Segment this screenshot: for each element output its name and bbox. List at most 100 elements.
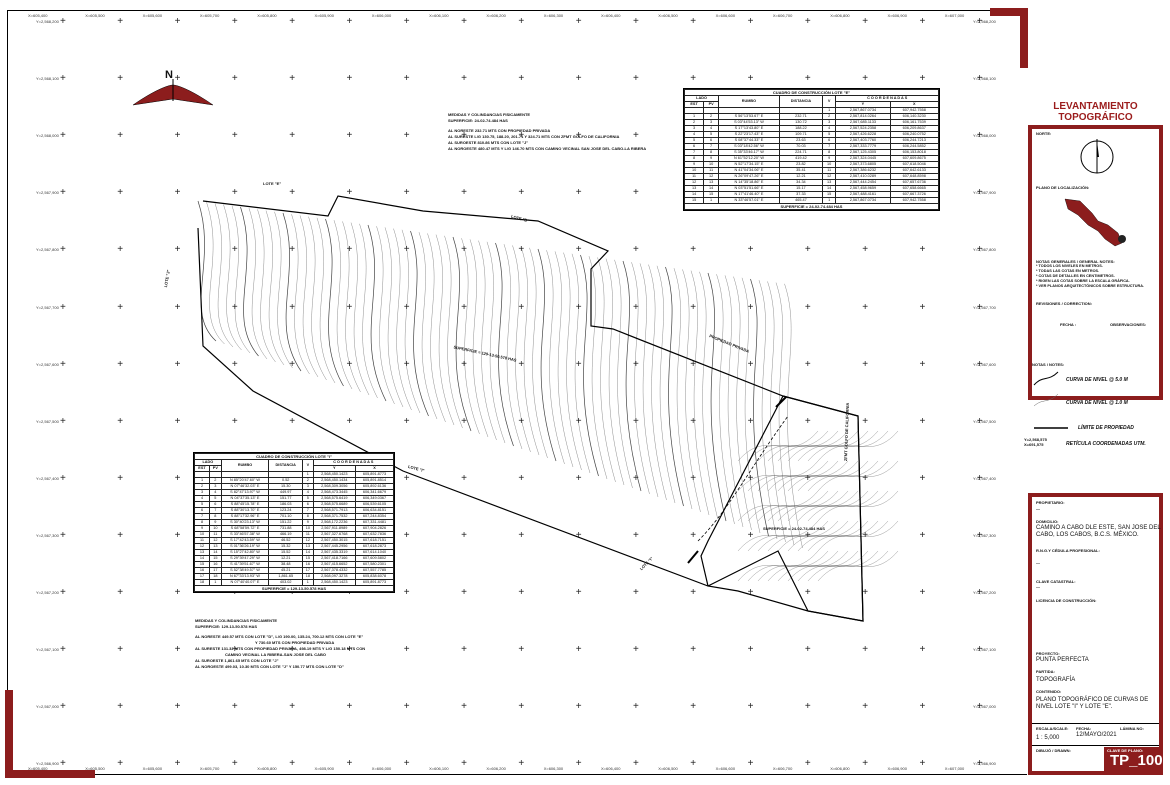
notas-label: NOTAS / NOTES: [1032, 362, 1065, 367]
lamina-label: LÁMINA NO: [1120, 726, 1144, 731]
grid-label-top: X=606,000 [371, 13, 392, 18]
grid-cross-icon: + [289, 130, 296, 142]
grid-cross-icon: + [747, 301, 754, 313]
grid-cross-icon: + [60, 130, 66, 142]
grid-cross-icon: + [403, 73, 410, 85]
grid-cross-icon: + [174, 472, 181, 484]
grid-cross-icon: + [60, 644, 66, 656]
grid-cross-icon: + [518, 529, 525, 541]
grid-cross-icon: + [575, 301, 582, 313]
escala-label: ESCALA/SCALE: [1036, 726, 1069, 731]
licencia-label: LICENCIA DE CONSTRUCCIÓN: [1036, 598, 1097, 603]
grid-cross-icon: + [919, 415, 926, 427]
grid-label-left: Y=2,566,900 [36, 761, 59, 767]
contour-line [503, 244, 523, 450]
medidas-i-line: Y 730.60 MTS CON PROPIEDAD PRIVADA [255, 640, 335, 645]
contour-line [367, 224, 387, 402]
contour-line [757, 430, 839, 462]
grid-cross-icon: + [60, 758, 66, 770]
grid-cross-icon: + [117, 587, 124, 598]
contour-line [308, 216, 327, 381]
grid-label-right: Y=2,567,200 [973, 590, 996, 595]
contour-line [588, 256, 608, 480]
grid-cross-icon: + [461, 472, 467, 484]
grid-cross-icon: + [461, 73, 467, 85]
grid-cross-icon: + [60, 16, 66, 27]
grid-label-right: Y=2,567,100 [973, 647, 996, 653]
contour-line [461, 238, 480, 435]
grid-cross-icon: + [633, 130, 639, 142]
lote-e-top-arrow [775, 396, 787, 408]
legend-limite: LÍMITE DE PROPIEDAD [1078, 425, 1134, 431]
grid-cross-icon: + [346, 701, 353, 713]
contour-line [342, 221, 361, 393]
contour-line [444, 235, 463, 429]
grid-cross-icon: + [804, 16, 811, 27]
contour-line [817, 460, 899, 492]
grid-cross-icon: + [919, 301, 926, 313]
grid-cross-icon: + [346, 358, 353, 370]
grid-cross-icon: + [403, 244, 410, 256]
grid-cross-icon: + [403, 16, 410, 27]
grid-label-bottom: X=606,400 [601, 766, 621, 771]
grid-cross-icon: + [804, 73, 811, 85]
lote-e-boundary [700, 395, 864, 622]
grid-label-bottom: X=605,500 [85, 766, 105, 771]
contour-line [240, 206, 259, 357]
grid-cross-icon: + [461, 16, 467, 27]
grid-cross-icon: + [747, 758, 754, 770]
grid-label-bottom: X=606,300 [543, 766, 564, 771]
grid-cross-icon: + [60, 529, 66, 541]
legend-curva-5: CURVA DE NIVEL @ 5.0 M [1066, 377, 1128, 383]
grid-cross-icon: + [117, 358, 124, 370]
grid-cross-icon: + [919, 587, 926, 598]
grid-cross-icon: + [231, 16, 238, 27]
clave-catastral-value: -- [1036, 585, 1040, 591]
grid-cross-icon: + [919, 644, 926, 656]
title-block: LEVANTAMIENTO TOPOGRÁFICO NORTE: PLANO D… [1024, 95, 1163, 775]
grid-cross-icon: + [919, 358, 926, 370]
grid-cross-icon: + [575, 73, 582, 85]
grid-cross-icon: + [289, 73, 296, 85]
contour-line [223, 204, 242, 351]
contour-line [724, 275, 744, 528]
contour-line [787, 430, 869, 462]
grid-cross-icon: + [690, 301, 697, 313]
grid-cross-icon: + [747, 73, 754, 85]
grid-label-top: X=605,600 [142, 13, 163, 18]
grid-cross-icon: + [461, 644, 467, 656]
general-notes-heading: NOTAS GENERALES / GENERAL NOTES: [1036, 259, 1115, 264]
contour-line [775, 282, 795, 546]
grid-label-right: Y=2,567,800 [973, 247, 996, 253]
grid-cross-icon: + [976, 73, 983, 85]
grid-cross-icon: + [174, 16, 181, 27]
grid-cross-icon: + [690, 415, 697, 427]
revisiones-label: REVISIONES / CORRECTION: [1036, 301, 1093, 306]
grid-cross-icon: + [461, 529, 467, 541]
grid-cross-icon: + [976, 701, 983, 713]
grid-label-bottom: X=606,900 [887, 766, 907, 771]
grid-cross-icon: + [346, 16, 353, 27]
grid-cross-icon: + [289, 301, 296, 313]
grid-cross-icon: + [804, 472, 811, 484]
medidas-e-line: AL NORESTE 232.71 MTS CON PROPIEDAD PRIV… [448, 128, 551, 133]
contour-line [512, 245, 531, 453]
grid-label-top: X=605,700 [199, 13, 220, 18]
col-distancia: DISTANCIA [778, 95, 824, 108]
grid-cross-icon: + [633, 358, 639, 370]
grid-cross-icon: + [461, 587, 467, 598]
grid-label-right: Y=2,567,700 [973, 304, 996, 310]
grid-cross-icon: + [690, 472, 697, 484]
grid-cross-icon: + [174, 244, 181, 256]
grid-cross-icon: + [575, 187, 582, 199]
contour-line [350, 222, 370, 396]
grid-cross-icon: + [518, 187, 525, 199]
grid-cross-icon: + [60, 415, 66, 427]
grid-cross-icon: + [60, 587, 66, 598]
grid-label-right: Y=2,568,200 [973, 19, 996, 24]
proyecto-label: PROYECTO: [1036, 651, 1060, 656]
general-note: * TODAS LAS COTAS EN METROS. [1036, 269, 1100, 273]
grid-cross-icon: + [403, 529, 410, 541]
grid-cross-icon: + [690, 701, 697, 713]
grid-cross-icon: + [518, 244, 525, 256]
